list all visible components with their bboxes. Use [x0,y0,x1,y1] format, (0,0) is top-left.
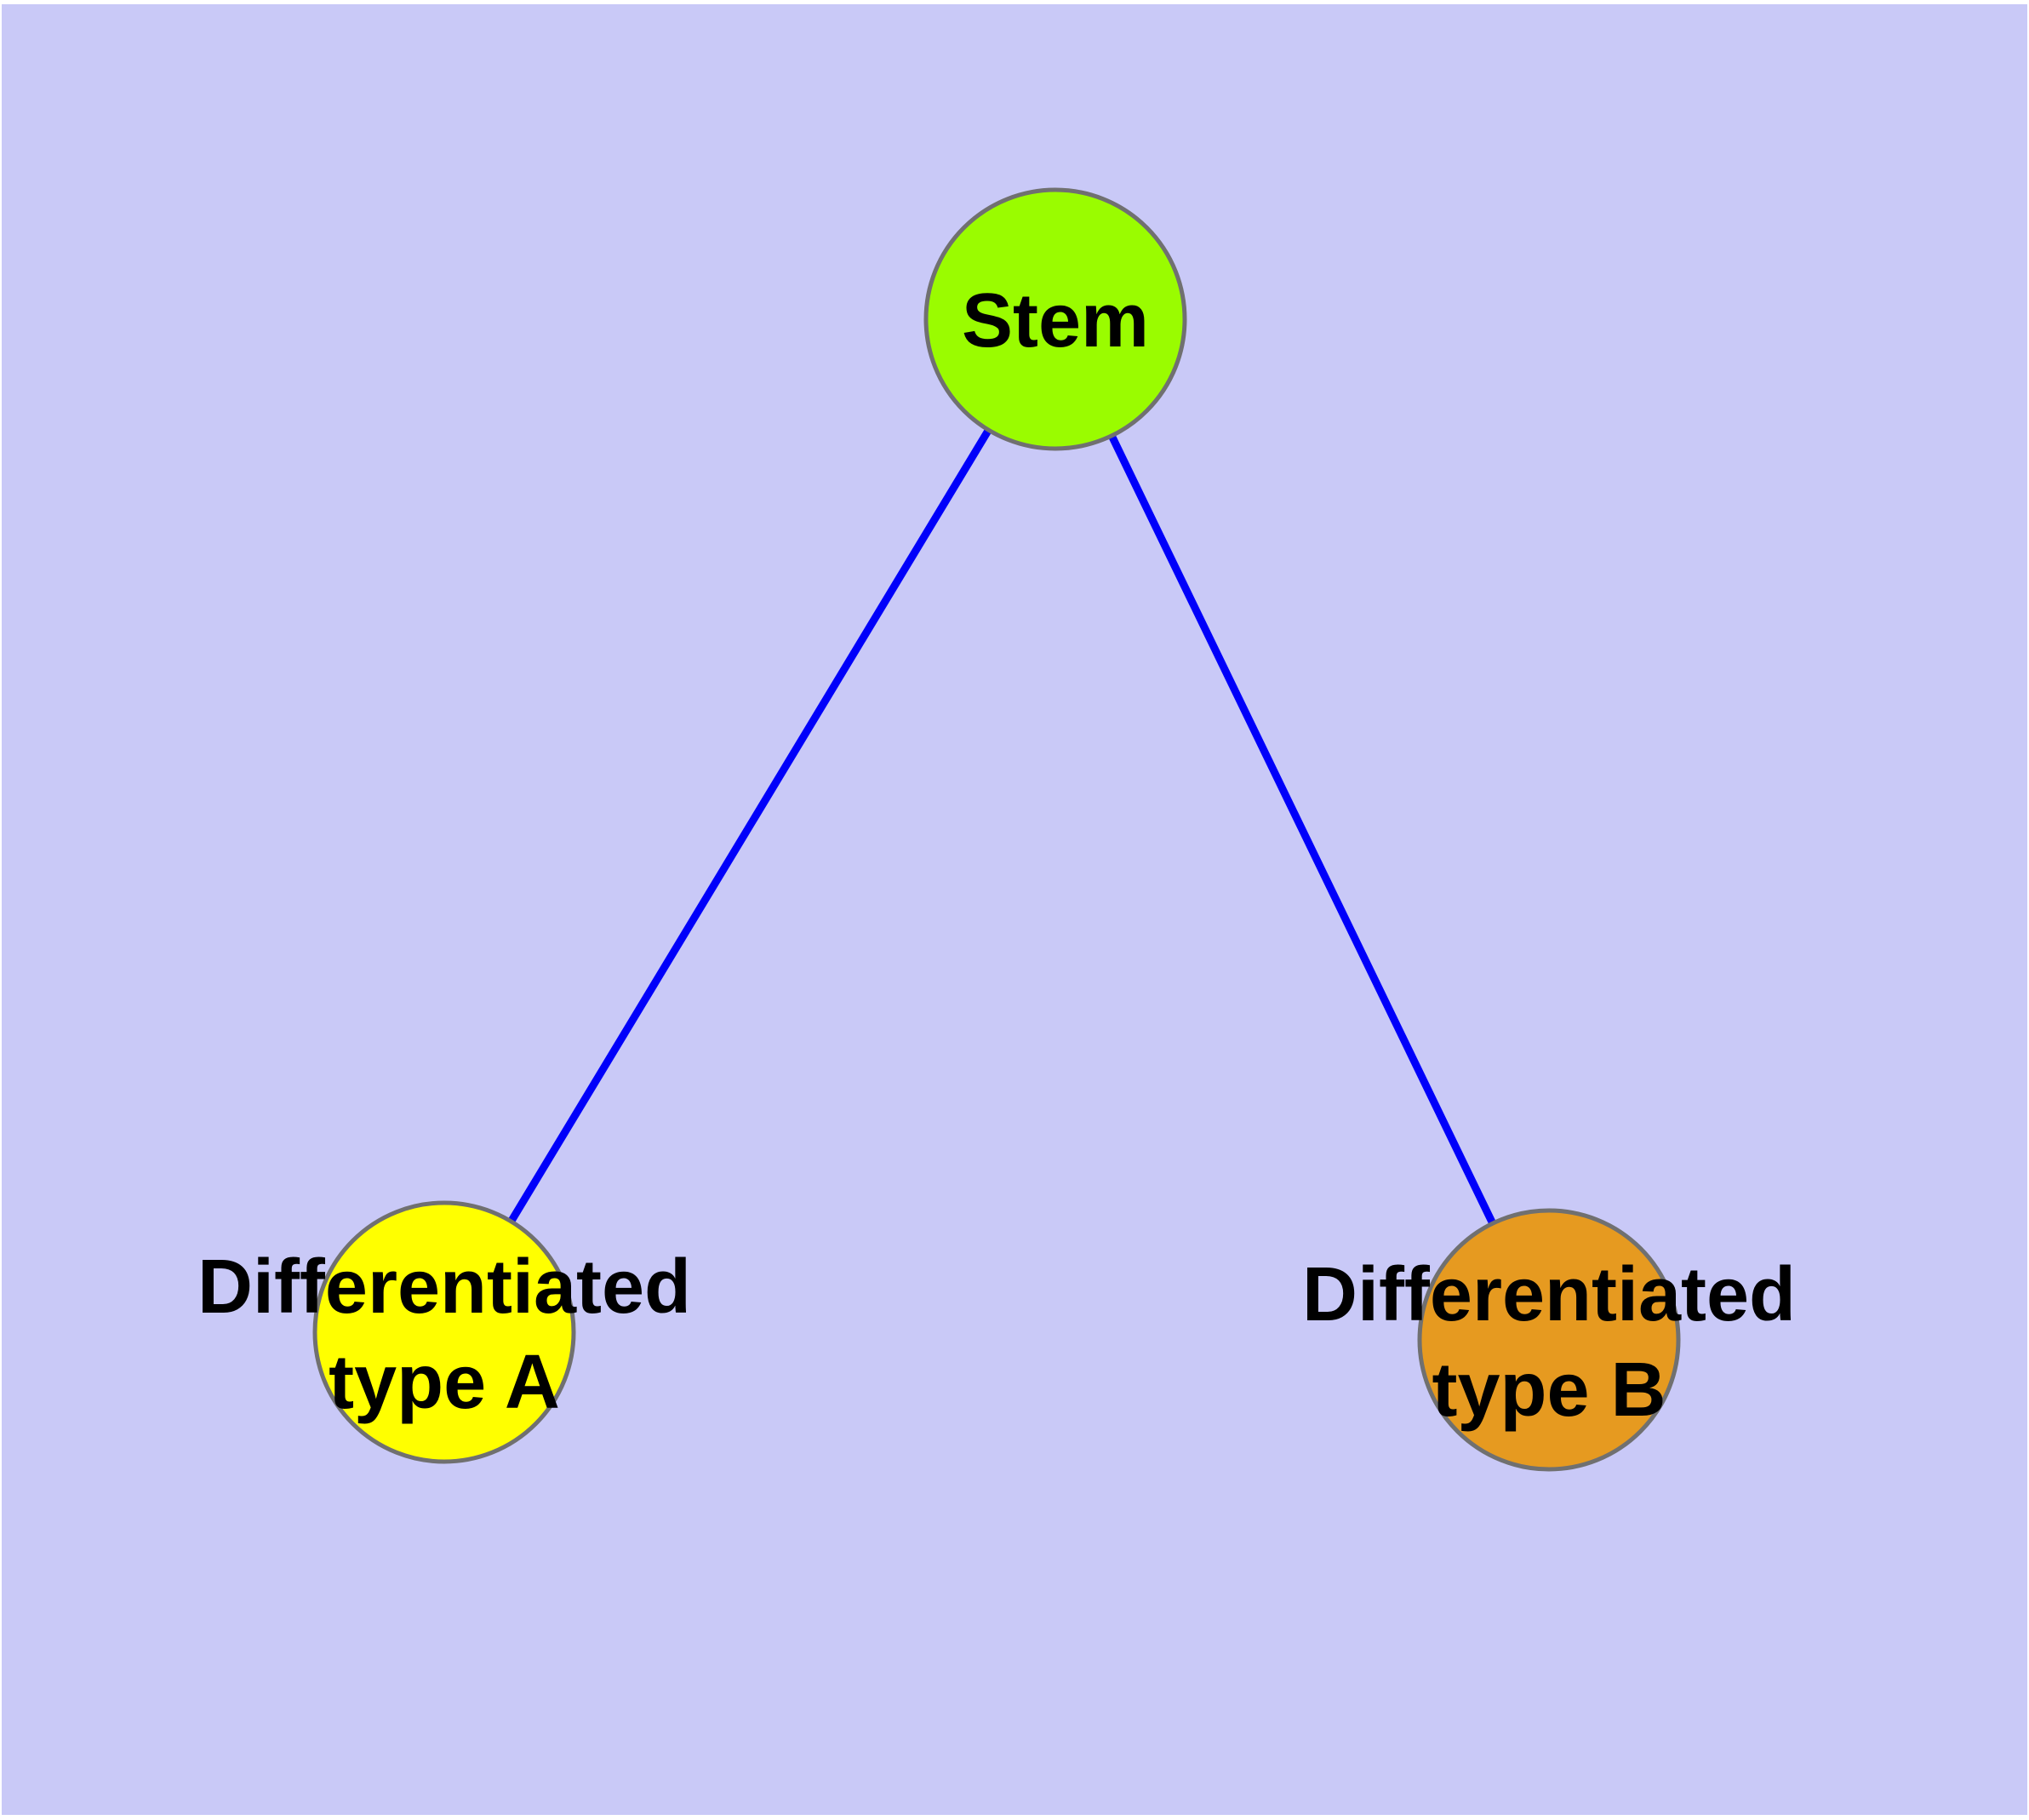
node-type-a-label-line2: type A [329,1340,560,1425]
node-differentiated-type-b [1417,1208,1681,1472]
node-stem-label: Stem [962,278,1149,363]
node-type-b-label-line1: Differentiated [1302,1252,1796,1337]
node-type-a-label-line1: Differentiated [197,1245,691,1330]
node-differentiated-type-a [312,1200,576,1464]
node-type-b-label-line2: type B [1432,1348,1666,1433]
node-stem [923,187,1187,451]
edge-stem-to-type-b [1051,318,1553,1342]
edge-stem-to-type-a [441,317,1059,1335]
